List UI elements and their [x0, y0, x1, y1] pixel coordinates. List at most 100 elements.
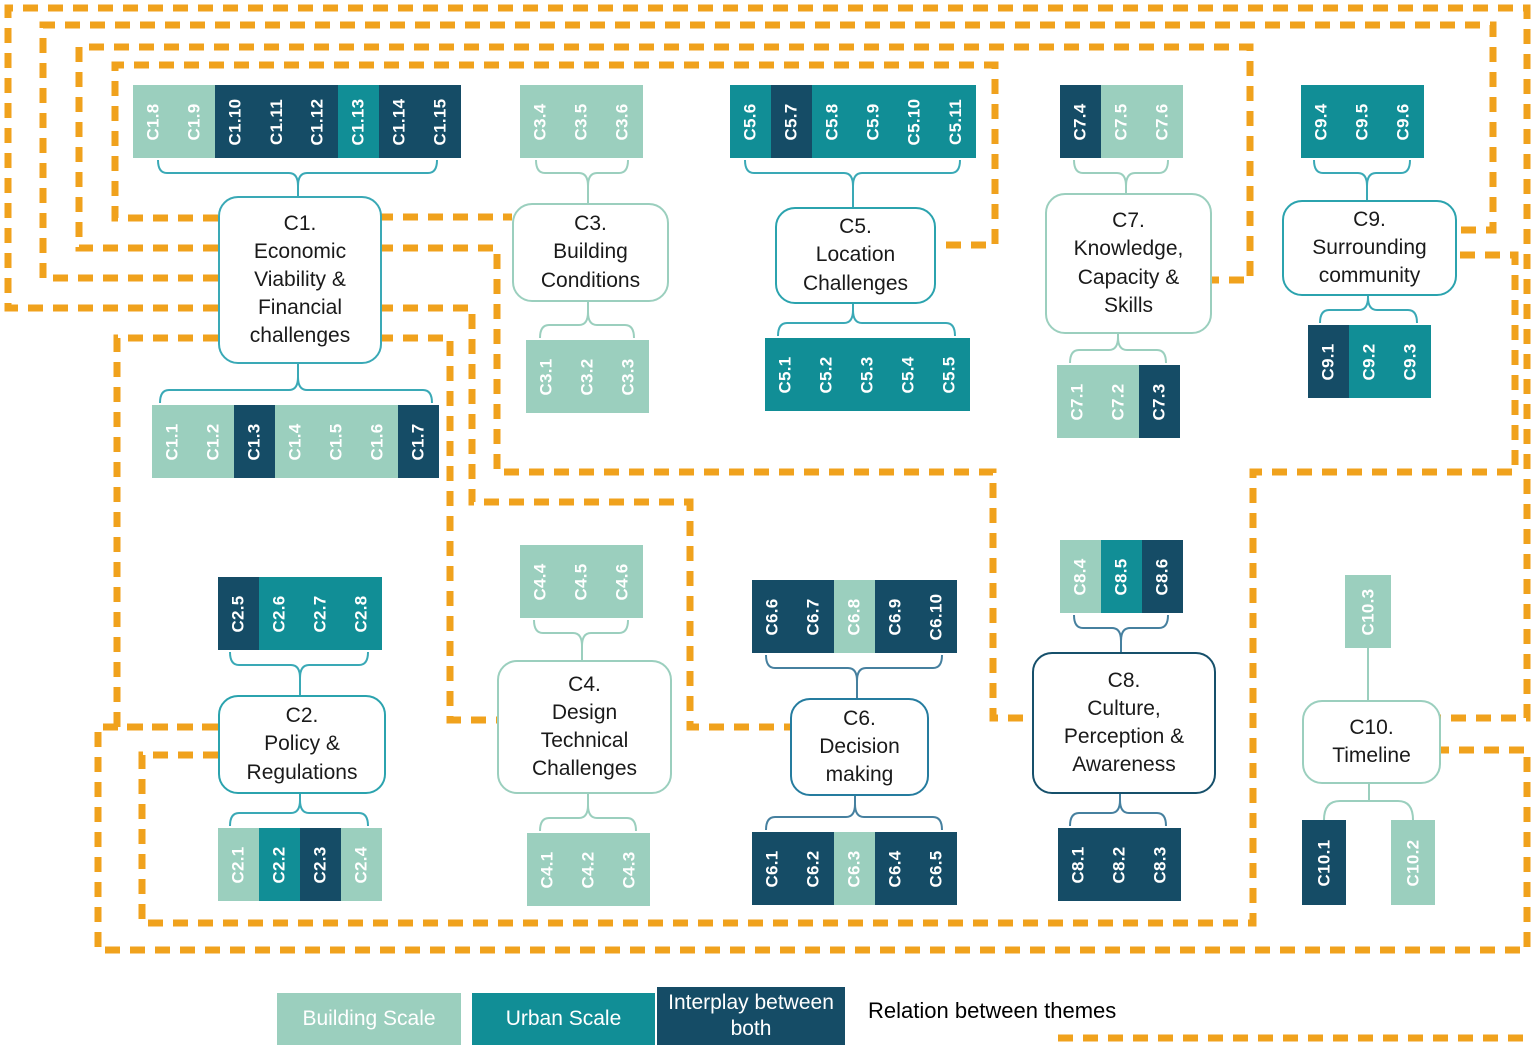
- code-cell-C5.10: C5.10: [894, 85, 935, 158]
- theme-title-line: C2.: [285, 704, 319, 728]
- code-cell-label: C1.4: [285, 422, 305, 461]
- code-cell-label: C5.11: [945, 98, 965, 145]
- theme-title-line: C6.: [843, 706, 876, 730]
- code-cell-label: C1.12: [307, 98, 327, 145]
- code-cell-C2.1: C2.1: [218, 828, 259, 901]
- theme-title-line: C1.: [283, 211, 317, 235]
- code-cell-C4.4: C4.4: [520, 545, 561, 618]
- code-cell-C1.11: C1.11: [256, 85, 297, 158]
- code-cell-label: C6.2: [803, 849, 823, 888]
- C8-bottom-brace: [1069, 799, 1167, 827]
- theme-title-line: Capacity &: [1077, 265, 1180, 289]
- code-cell-C7.4: C7.4: [1060, 85, 1101, 158]
- code-cell-label: C6.5: [926, 849, 946, 888]
- code-cell-C1.6: C1.6: [357, 405, 398, 478]
- relation-line-C2-C10: [94, 723, 1531, 954]
- code-cell-C1.3: C1.3: [234, 405, 275, 478]
- code-cell-label: C3.3: [618, 357, 638, 396]
- code-cell-C9.5: C9.5: [1342, 85, 1383, 158]
- code-cell-label: C6.6: [762, 597, 782, 636]
- code-cell-C6.10: C6.10: [916, 580, 957, 653]
- C10-bottom-bracket: [1323, 800, 1414, 821]
- code-cell-C2.8: C2.8: [341, 577, 382, 650]
- theme-title-line: Awareness: [1072, 753, 1176, 777]
- theme-box-C2: C2. Policy & Regulations: [218, 695, 386, 794]
- code-cell-C1.15: C1.15: [420, 85, 461, 158]
- code-cell-label: C1.11: [266, 98, 286, 145]
- code-cell-C1.10: C1.10: [215, 85, 256, 158]
- code-cell-label: C5.3: [857, 355, 877, 394]
- code-cell-C4.3: C4.3: [609, 833, 650, 906]
- code-cell-C7.1: C7.1: [1057, 365, 1098, 438]
- code-cell-label: C4.4: [530, 562, 550, 601]
- C4-bottom-brace: [539, 804, 637, 832]
- C1-bottom-brace: [159, 376, 433, 404]
- code-cell-C2.2: C2.2: [259, 828, 300, 901]
- code-cell-label: C7.2: [1108, 382, 1128, 421]
- legend-interplay-label: Interplay between both: [668, 990, 834, 1040]
- code-cell-label: C6.9: [885, 597, 905, 636]
- code-cell-C4.5: C4.5: [561, 545, 602, 618]
- code-cell-label: C1.10: [225, 98, 245, 145]
- code-cell-C7.6: C7.6: [1142, 85, 1183, 158]
- code-cell-label: C8.1: [1068, 845, 1088, 884]
- code-cell-C10.2: C10.2: [1391, 820, 1435, 905]
- theme-title-line: Policy &: [264, 732, 340, 756]
- code-cell-label: C7.4: [1070, 102, 1090, 141]
- theme-title-line: Challenges: [802, 271, 909, 295]
- code-cell-C3.5: C3.5: [561, 85, 602, 158]
- code-cell-label: C5.5: [939, 355, 959, 394]
- code-cell-C10.3: C10.3: [1345, 575, 1391, 648]
- code-cell-label: C1.14: [389, 98, 409, 145]
- code-cell-C5.6: C5.6: [730, 85, 771, 158]
- code-cell-label: C8.3: [1150, 845, 1170, 884]
- code-cell-C5.2: C5.2: [806, 338, 847, 411]
- code-cell-label: C6.4: [885, 849, 905, 888]
- code-cell-C6.4: C6.4: [875, 832, 916, 905]
- theme-title-line: C9.: [1353, 207, 1386, 231]
- code-cell-label: C4.1: [537, 850, 557, 889]
- code-cell-label: C1.15: [430, 98, 450, 145]
- C9-bottom-brace: [1319, 296, 1418, 324]
- code-cell-C1.8: C1.8: [133, 85, 174, 158]
- legend-interplay: Interplay between both: [657, 987, 845, 1045]
- theme-title-line: C3.: [574, 212, 607, 236]
- code-cell-C9.3: C9.3: [1390, 325, 1431, 398]
- C3-top-brace: [535, 159, 629, 187]
- legend-urban-scale-label: Urban Scale: [505, 1006, 622, 1030]
- C5-top-brace: [744, 159, 961, 187]
- code-cell-C6.8: C6.8: [834, 580, 875, 653]
- code-cell-C6.7: C6.7: [793, 580, 834, 653]
- code-cell-C7.5: C7.5: [1101, 85, 1142, 158]
- C6-top-brace: [765, 654, 943, 682]
- code-cell-label: C5.9: [863, 102, 883, 141]
- theme-title-line: Regulations: [246, 760, 358, 784]
- C6-bottom-brace: [765, 803, 943, 831]
- code-cell-C6.2: C6.2: [793, 832, 834, 905]
- code-cell-label: C9.6: [1393, 102, 1413, 141]
- theme-title-line: Economic: [253, 239, 347, 263]
- code-cell-C3.6: C3.6: [602, 85, 643, 158]
- code-cell-C2.3: C2.3: [300, 828, 341, 901]
- C7-bottom-brace: [1069, 336, 1167, 364]
- code-cell-label: C3.6: [612, 102, 632, 141]
- code-cell-label: C5.8: [822, 102, 842, 141]
- code-cell-label: C10.3: [1358, 588, 1377, 635]
- legend-building-scale: Building Scale: [277, 993, 461, 1045]
- code-cell-label: C9.1: [1318, 342, 1338, 381]
- C10-top-bar: C10.3: [1345, 575, 1391, 648]
- theme-title-line: community: [1318, 264, 1421, 288]
- code-cell-label: C2.8: [351, 594, 371, 633]
- code-cell-label: C2.6: [269, 594, 289, 633]
- code-cell-label: C9.5: [1352, 102, 1372, 141]
- theme-box-C7: C7.Knowledge,Capacity &Skills: [1045, 193, 1212, 334]
